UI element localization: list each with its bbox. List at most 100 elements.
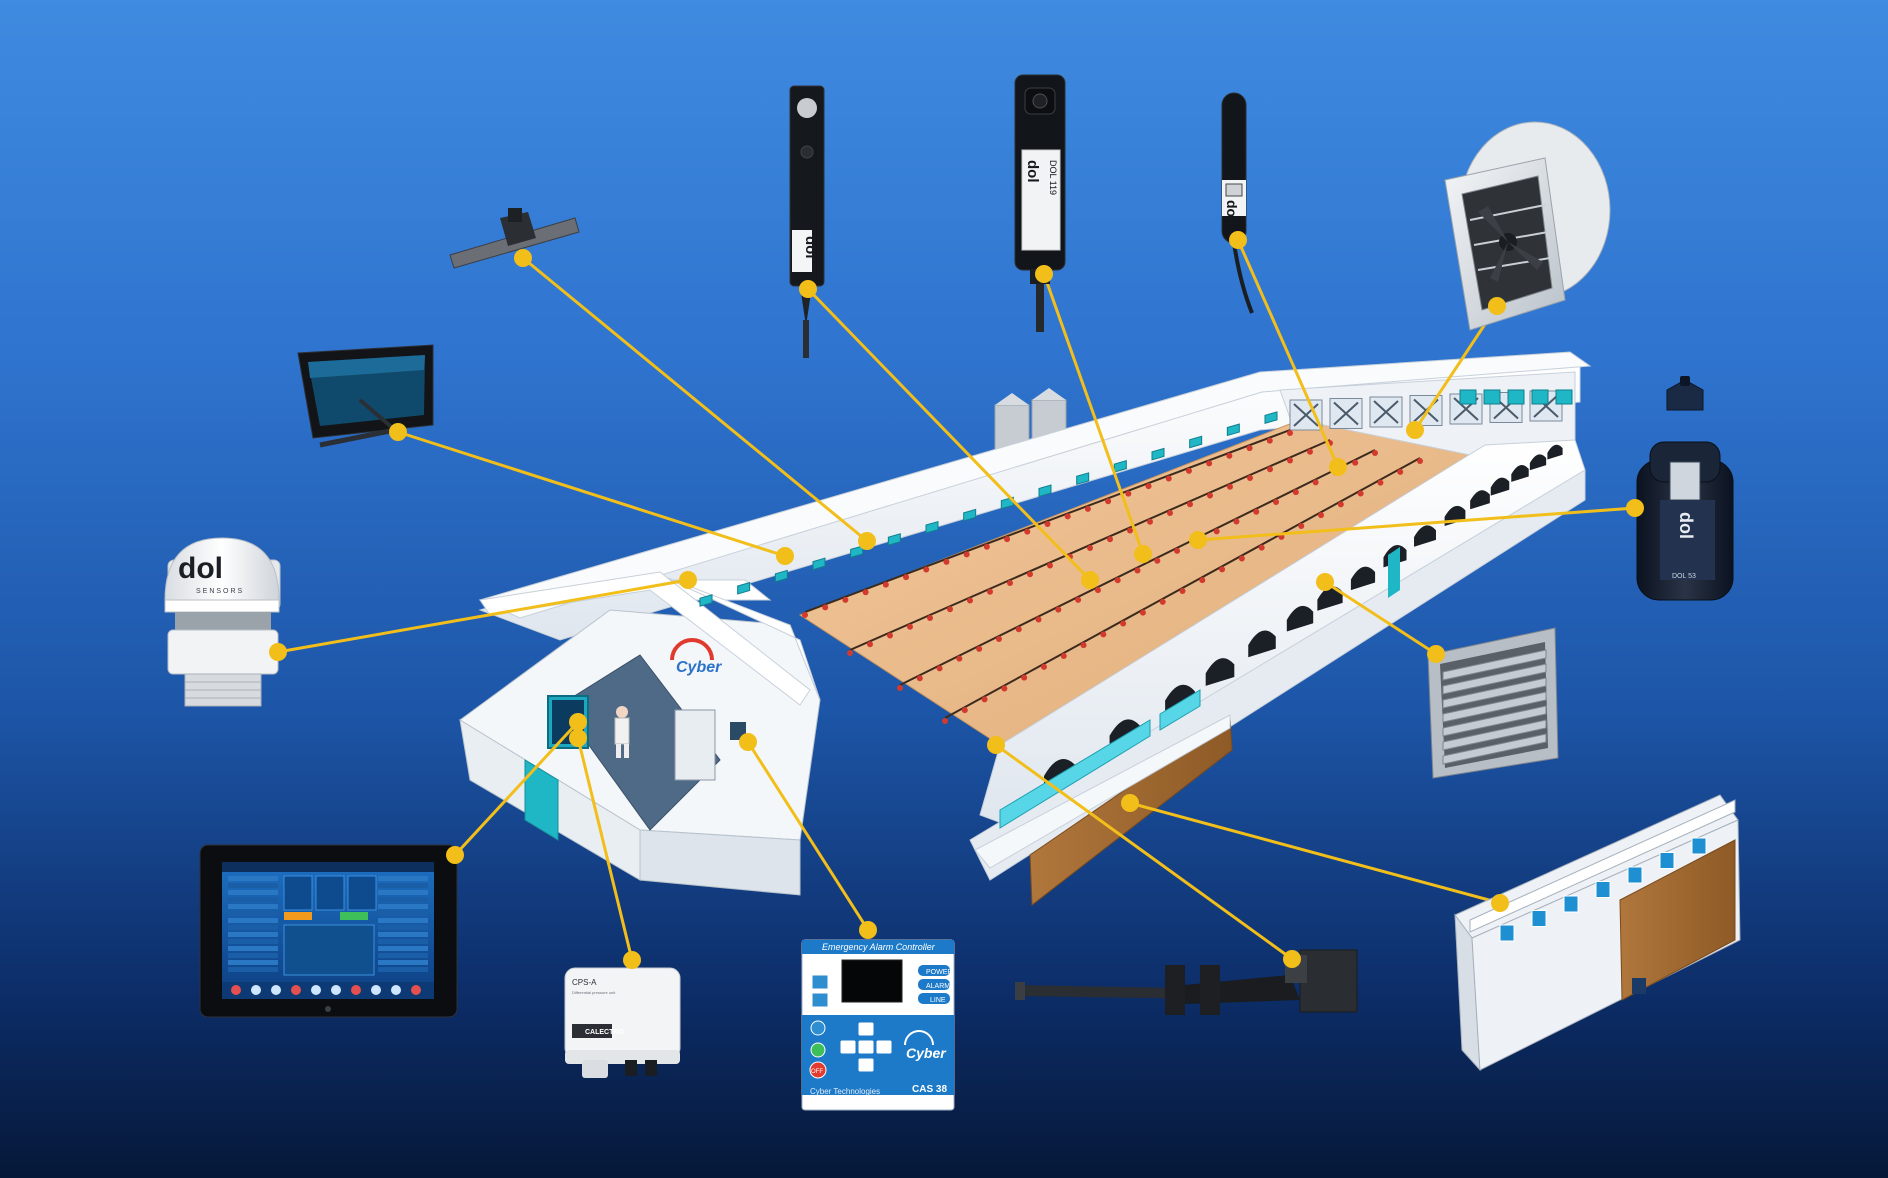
connector-dot xyxy=(446,846,464,864)
co2-sensor-model: DOL 119 xyxy=(1048,160,1058,195)
pressure-sensor: CPS-A Differential pressure unit CALECTR… xyxy=(564,967,681,1078)
screen-row xyxy=(378,897,428,902)
eac-right-button[interactable] xyxy=(875,1039,893,1055)
eac-line: LINE xyxy=(930,997,946,1004)
connector-dot xyxy=(1427,645,1445,663)
feeder-pan xyxy=(1227,483,1233,490)
feeder-pan xyxy=(1226,452,1233,459)
eac-brand: Cyber Technologies xyxy=(810,1087,880,1096)
feeder-pan xyxy=(907,623,913,630)
screen-row xyxy=(378,960,428,965)
screen-row xyxy=(228,897,278,902)
screen-row xyxy=(378,967,428,972)
pad-window xyxy=(1691,837,1707,855)
bird-scale-brand: dol xyxy=(1676,512,1696,539)
feeder-pan xyxy=(842,596,849,603)
screen-row xyxy=(378,876,428,881)
feeder-pan xyxy=(1298,523,1305,529)
end-fan-blade xyxy=(1373,400,1399,424)
eac-ok-button[interactable] xyxy=(857,1039,875,1055)
screen-icon xyxy=(371,985,381,995)
connector-dot xyxy=(1491,894,1509,912)
house-logo-text: Cyber xyxy=(676,659,722,676)
feeder-pan xyxy=(1199,577,1206,584)
screen-icon xyxy=(271,985,281,995)
weather-station: dol SENSORS xyxy=(164,537,281,707)
feeder-pan xyxy=(942,718,948,724)
eac-model: CAS 38 xyxy=(912,1084,947,1095)
feeder-pan xyxy=(1064,513,1071,520)
inlet xyxy=(1529,454,1547,471)
eac-up-button[interactable] xyxy=(857,1021,875,1037)
far-window xyxy=(887,533,901,546)
feeder-pan xyxy=(1417,458,1423,464)
screen-icon xyxy=(231,985,241,995)
screen-row xyxy=(228,939,278,944)
shutter-blade xyxy=(1442,663,1547,695)
feeder-pan xyxy=(1187,501,1193,508)
bird-scale: dol DOL 53 xyxy=(1636,376,1734,601)
screen-button xyxy=(340,912,368,920)
feeder-pan xyxy=(1266,437,1273,444)
weather-station-dome xyxy=(164,537,280,601)
connector-dot xyxy=(987,736,1005,754)
connector-dots xyxy=(269,231,1644,969)
connector-dot xyxy=(859,921,877,939)
far-wall-windows xyxy=(699,411,1278,607)
inlet xyxy=(1414,525,1436,547)
feeder-pan xyxy=(802,612,808,618)
feeder-pan xyxy=(1035,616,1042,623)
connector-dot xyxy=(623,951,641,969)
far-window xyxy=(925,520,939,534)
feeder-pan xyxy=(1094,587,1101,594)
eac-logo: Cyber xyxy=(906,1045,947,1061)
connector-line xyxy=(1236,239,1340,468)
feeder-pan xyxy=(903,574,910,581)
shutter-blade xyxy=(1442,733,1547,765)
connector-dot xyxy=(1229,231,1247,249)
feeder-pan xyxy=(1287,457,1293,464)
cooling-pad-unit xyxy=(1454,794,1741,1072)
eac-power: POWER xyxy=(926,969,952,976)
screen-icon xyxy=(331,985,341,995)
feeder-pan xyxy=(1044,521,1051,527)
shutter-blade xyxy=(1442,649,1547,681)
eac-left-button[interactable] xyxy=(839,1039,857,1055)
screen-graph xyxy=(283,924,375,976)
feeder-pan xyxy=(1312,479,1319,486)
feeder-pan xyxy=(943,558,950,565)
screen-icon xyxy=(251,985,261,995)
feeder-pan xyxy=(1007,580,1013,586)
feeder-pan xyxy=(936,665,943,672)
screen-row xyxy=(228,876,278,881)
far-window xyxy=(1038,484,1052,498)
inlet xyxy=(1350,566,1376,591)
connector-line xyxy=(576,737,634,961)
connector-dot xyxy=(1035,265,1053,283)
screen-row xyxy=(378,911,428,916)
feeder-pan xyxy=(822,604,829,611)
inlet xyxy=(1286,605,1314,632)
shutter-blade xyxy=(1442,719,1547,751)
feeder-pan xyxy=(1084,505,1091,512)
feeder-pan xyxy=(1145,483,1152,490)
feeder-pan xyxy=(1246,445,1253,452)
controller-screen-icons xyxy=(231,985,421,995)
feeder-pan xyxy=(1120,620,1127,627)
screen-row xyxy=(228,946,278,951)
controller-screen-tiles xyxy=(228,875,428,976)
wall-inlet xyxy=(297,344,434,448)
eac-down-button[interactable] xyxy=(857,1057,875,1073)
shutter-blade xyxy=(1442,691,1547,723)
inlet xyxy=(1317,586,1343,611)
feeder-pan xyxy=(1027,571,1033,578)
feeder-pan xyxy=(1125,490,1132,497)
pad-window xyxy=(1499,924,1515,942)
feeder-pan xyxy=(1040,663,1047,670)
far-window xyxy=(1226,423,1240,437)
feeder-pan xyxy=(1258,544,1265,551)
feeder-pan xyxy=(956,655,963,662)
feeder-pan xyxy=(1397,468,1404,475)
eac-off: OFF xyxy=(811,1069,823,1075)
